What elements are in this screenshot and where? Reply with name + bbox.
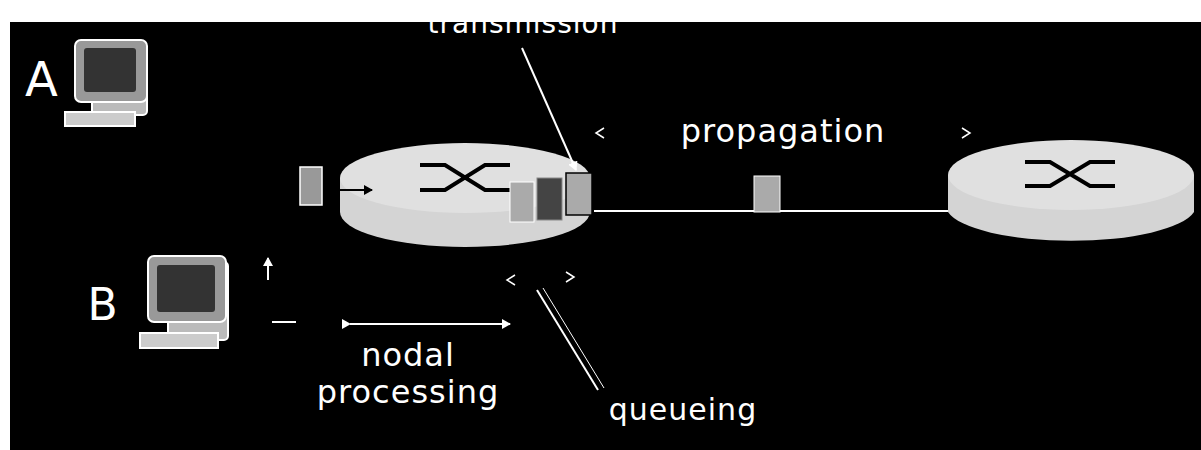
router-top [948, 140, 1194, 210]
leader-line [522, 48, 576, 170]
span-mark [566, 272, 574, 282]
delay-label: propagation [628, 113, 938, 150]
queued-packet [510, 182, 534, 222]
computer-screen [157, 265, 215, 312]
transmitting-packet [566, 173, 592, 215]
router [340, 143, 590, 247]
computer-screen [84, 48, 136, 92]
queued-packet [537, 178, 562, 220]
computer-monitor [75, 40, 147, 102]
leader-line [537, 290, 598, 390]
span-mark [596, 128, 604, 138]
span-mark [962, 128, 970, 138]
arrival-arrow [326, 189, 372, 191]
router-symbol [1025, 162, 1115, 186]
delay-label: queueing [588, 393, 778, 428]
host-link [272, 321, 296, 323]
leader-line [543, 288, 604, 388]
delay-label: nodal processing [298, 337, 518, 411]
computer-monitor [148, 256, 226, 322]
upload-arrow [267, 258, 269, 280]
host-label: B [78, 280, 128, 331]
delay-label: transmission [413, 8, 633, 40]
host-computer [65, 40, 147, 126]
propagating-packet [754, 176, 780, 212]
packet [300, 167, 322, 205]
computer-keyboard [65, 112, 135, 126]
span-arrow [350, 323, 510, 325]
host-computer [140, 256, 296, 348]
computer-keyboard [140, 333, 218, 348]
router [948, 140, 1194, 241]
router-symbol [420, 165, 510, 190]
host-label: A [18, 52, 66, 107]
span-mark [507, 275, 515, 285]
